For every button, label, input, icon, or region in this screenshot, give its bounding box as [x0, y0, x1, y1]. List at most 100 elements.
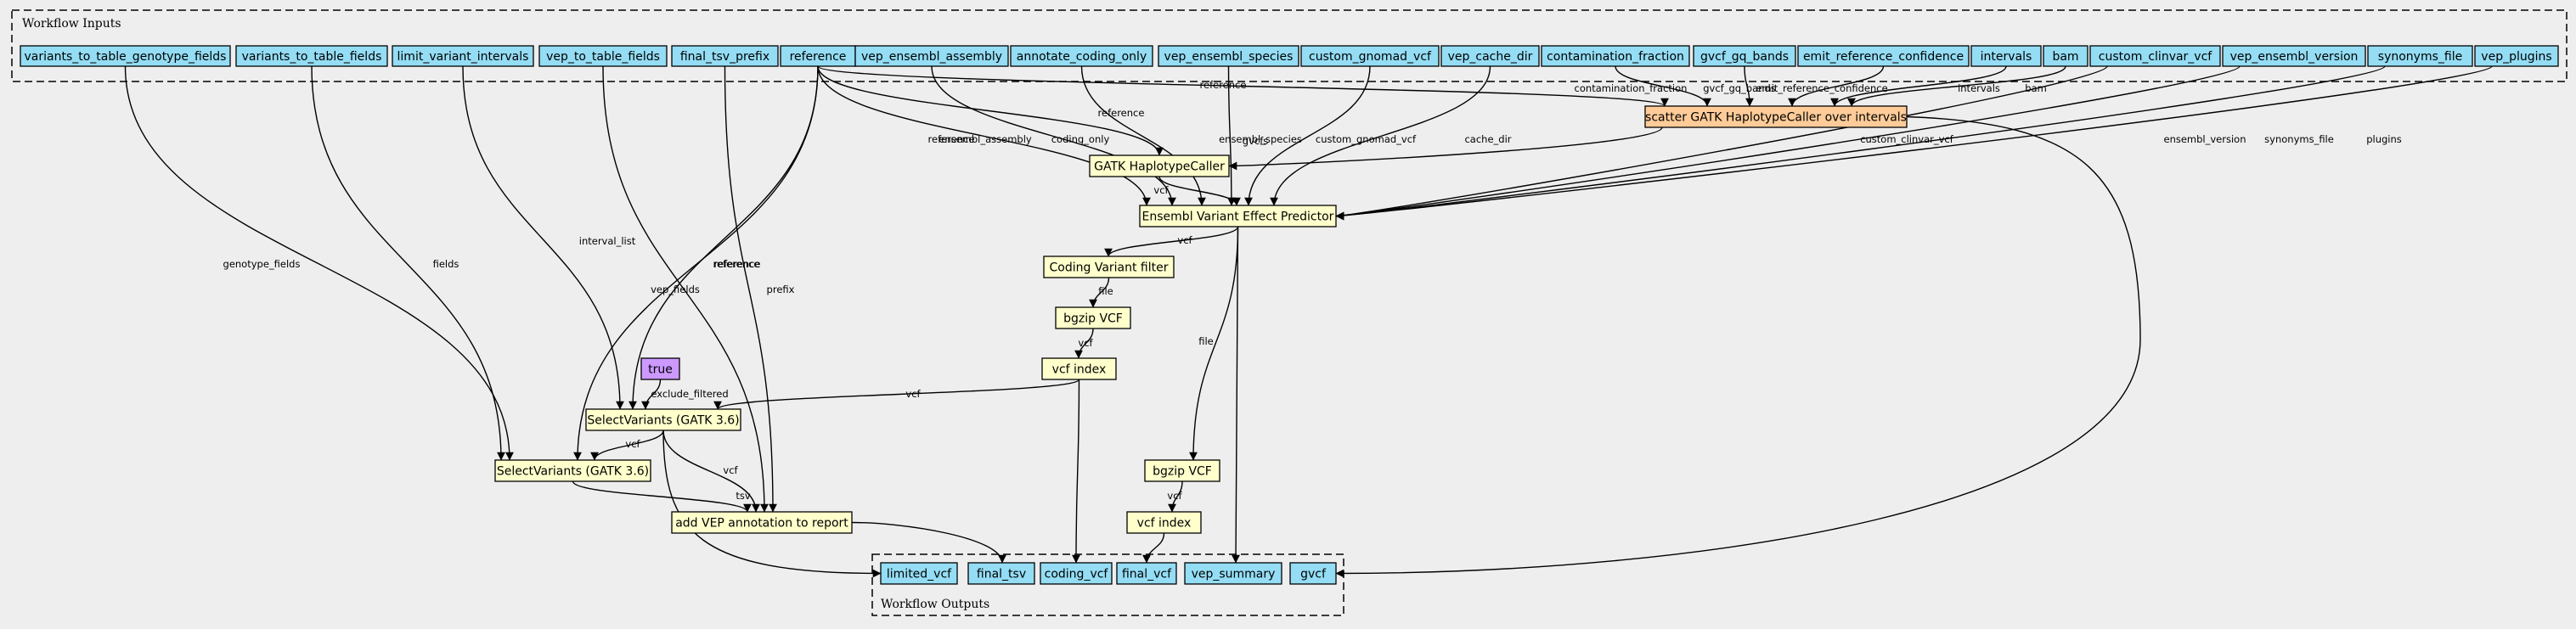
node-in-final-tsv-prefix[interactable]: final_tsv_prefix: [671, 45, 779, 67]
edge-in-synonyms-file-to-step-vep: [1335, 65, 2386, 221]
node-in-vep-table-fields[interactable]: vep_to_table_fields: [538, 45, 668, 67]
node-in-intervals[interactable]: intervals: [1970, 45, 2042, 67]
edge-label-in-vep-cache-dir-to-step-vep: cache_dir: [1464, 133, 1511, 145]
node-out-final-vcf[interactable]: final_vcf: [1116, 562, 1177, 585]
node-step-add-vep[interactable]: add VEP annotation to report: [671, 511, 853, 534]
edge-in-genotype-fields-to-step-select2: [124, 65, 514, 461]
node-label-step-scatter-hc: scatter GATK HaplotypeCaller over interv…: [1645, 111, 1907, 125]
node-in-limit-intervals[interactable]: limit_variant_intervals: [392, 45, 534, 67]
node-in-bam[interactable]: bam: [2043, 45, 2088, 67]
node-in-vep-ensembl-species[interactable]: vep_ensembl_species: [1158, 45, 1299, 67]
edge-label-in-reference-to-step-select1: reference: [714, 258, 761, 270]
node-step-scatter-hc[interactable]: scatter GATK HaplotypeCaller over interv…: [1644, 105, 1908, 128]
node-in-vep-ensembl-assembly[interactable]: vep_ensembl_assembly: [854, 45, 1009, 67]
node-out-final-tsv[interactable]: final_tsv: [967, 562, 1035, 585]
node-in-vep-plugins[interactable]: vep_plugins: [2474, 45, 2559, 67]
node-label-in-vep-ensembl-assembly: vep_ensembl_assembly: [861, 50, 1002, 64]
node-label-in-table-fields: variants_to_table_fields: [242, 50, 382, 64]
node-step-select2[interactable]: SelectVariants (GATK 3.6): [494, 459, 651, 482]
node-in-genotype-fields[interactable]: variants_to_table_genotype_fields: [20, 45, 231, 67]
edge-step-index1-to-out-coding-vcf: [1072, 379, 1080, 564]
node-label-step-bgzip2: bgzip VCF: [1153, 465, 1212, 479]
node-step-index1[interactable]: vcf index: [1041, 357, 1117, 380]
node-in-table-fields[interactable]: variants_to_table_fields: [235, 45, 388, 67]
edge-in-vep-cache-dir-to-step-vep: [1270, 65, 1491, 206]
node-in-custom-clinvar-vcf[interactable]: custom_clinvar_vcf: [2089, 45, 2221, 67]
edge-label-in-genotype-fields-to-step-select2: genotype_fields: [223, 258, 301, 270]
node-label-in-synonyms-file: synonyms_file: [2378, 50, 2462, 64]
workflow-outputs-cluster: [871, 553, 1344, 616]
node-label-out-gvcf: gvcf: [1300, 568, 1327, 581]
edge-label-in-limit-intervals-to-step-select1: interval_list: [579, 235, 636, 247]
edge-label-in-custom-clinvar-vcf-to-step-vep: custom_clinvar_vcf: [1860, 133, 1954, 145]
node-label-step-select1: SelectVariants (GATK 3.6): [587, 414, 739, 428]
node-const-true[interactable]: true: [640, 357, 680, 380]
node-step-bgzip1[interactable]: bgzip VCF: [1055, 306, 1131, 329]
node-in-gvcf-gq-bands[interactable]: gvcf_gq_bands: [1693, 45, 1796, 67]
node-label-in-vep-table-fields: vep_to_table_fields: [546, 50, 660, 64]
node-out-limited-vcf[interactable]: limited_vcf: [880, 562, 958, 585]
edge-in-contamination-fraction-to-step-scatter-hc: [1615, 65, 1711, 107]
edge-label-in-reference-to-step-vep: reference: [928, 133, 975, 145]
edge-const-true-to-step-select1: [641, 379, 662, 410]
node-step-bgzip2[interactable]: bgzip VCF: [1144, 459, 1220, 482]
node-out-vep-summary[interactable]: vep_summary: [1184, 562, 1282, 585]
node-label-in-bam: bam: [2052, 50, 2078, 64]
edges-layer: [124, 65, 2493, 578]
edge-in-final-tsv-prefix-to-step-add-vep: [724, 65, 777, 513]
edge-in-table-fields-to-step-select2: [311, 65, 505, 461]
edge-label-step-bgzip1-to-step-index1: vcf: [1078, 337, 1093, 349]
node-step-coding-filter[interactable]: Coding Variant filter: [1043, 256, 1175, 278]
node-in-emit-reference-confidence[interactable]: emit_reference_confidence: [1797, 45, 1970, 67]
node-in-custom-gnomad-vcf[interactable]: custom_gnomad_vcf: [1300, 45, 1440, 67]
edge-step-index2-to-out-final-vcf: [1142, 532, 1165, 564]
edge-label-in-vep-plugins-to-step-vep: plugins: [2366, 133, 2402, 145]
edge-step-gatk-hc-to-step-vep: [1158, 176, 1241, 206]
node-in-contamination-fraction[interactable]: contamination_fraction: [1541, 45, 1690, 67]
node-step-vep[interactable]: Ensembl Variant Effect Predictor: [1139, 205, 1337, 227]
workflow-outputs-title: Workflow Outputs: [881, 598, 989, 611]
edge-in-reference-to-step-gatk-hc: [817, 65, 1164, 156]
node-label-in-intervals: intervals: [1981, 50, 2032, 64]
node-in-vep-ensembl-version[interactable]: vep_ensembl_version: [2222, 45, 2366, 67]
node-label-in-annotate-coding-only: annotate_coding_only: [1017, 50, 1147, 64]
edge-step-vep-to-out-vep-summary: [1232, 226, 1240, 564]
edge-step-vep-to-step-coding-filter: [1104, 226, 1239, 257]
edge-in-reference-to-step-select2: [573, 65, 819, 461]
edge-label-step-select2-to-step-add-vep: tsv: [736, 490, 751, 502]
node-step-gatk-hc[interactable]: GATK HaplotypeCaller: [1089, 154, 1230, 177]
node-label-out-vep-summary: vep_summary: [1192, 568, 1276, 581]
node-in-synonyms-file[interactable]: synonyms_file: [2367, 45, 2473, 67]
edge-label-in-custom-gnomad-vcf-to-step-vep: custom_gnomad_vcf: [1316, 133, 1417, 145]
edge-label-in-vep-ensembl-species-to-step-vep: ensembl_species: [1219, 133, 1302, 145]
node-label-in-genotype-fields: variants_to_table_genotype_fields: [25, 50, 227, 64]
node-step-index2[interactable]: vcf index: [1126, 511, 1202, 534]
edge-step-scatter-hc-to-out-gvcf: [1335, 115, 2141, 578]
edge-label-in-intervals-to-step-scatter-hc: intervals: [1958, 82, 2000, 94]
node-label-in-limit-intervals: limit_variant_intervals: [397, 50, 529, 64]
edge-in-vep-ensembl-assembly-to-step-vep: [931, 65, 1176, 206]
edge-step-select1-to-out-limited-vcf: [662, 430, 882, 578]
edge-label-in-reference-to-step-scatter-hc: reference: [1200, 79, 1247, 91]
node-out-gvcf[interactable]: gvcf: [1289, 562, 1337, 585]
edge-in-emit-reference-confidence-to-step-scatter-hc: [1788, 65, 1885, 107]
edge-in-bam-to-step-scatter-hc: [1847, 65, 2066, 107]
edge-label-in-contamination-fraction-to-step-scatter-hc: contamination_fraction: [1575, 82, 1688, 94]
node-label-in-custom-clinvar-vcf: custom_clinvar_vcf: [2099, 50, 2213, 64]
node-in-vep-cache-dir[interactable]: vep_cache_dir: [1440, 45, 1540, 67]
node-in-reference[interactable]: reference: [780, 45, 856, 67]
edge-label-in-annotate-coding-only-to-step-vep: coding_only: [1051, 133, 1110, 145]
edge-step-bgzip1-to-step-index1: [1074, 328, 1094, 359]
nodes-layer: variants_to_table_genotype_fields variant…: [20, 45, 2559, 585]
edge-step-select1-to-step-add-vep: [662, 430, 760, 513]
node-label-out-final-tsv: final_tsv: [977, 568, 1026, 581]
edge-label-in-synonyms-file-to-step-vep: synonyms_file: [2264, 133, 2334, 145]
node-out-coding-vcf[interactable]: coding_vcf: [1040, 562, 1113, 585]
node-step-select1[interactable]: SelectVariants (GATK 3.6): [585, 408, 741, 431]
edge-label-in-emit-reference-confidence-to-step-scatter-hc: emit_reference_confidence: [1756, 82, 1887, 94]
node-label-step-coding-filter: Coding Variant filter: [1050, 261, 1169, 275]
node-in-annotate-coding-only[interactable]: annotate_coding_only: [1010, 45, 1153, 67]
edge-in-vep-ensembl-version-to-step-vep: [1335, 65, 2241, 221]
